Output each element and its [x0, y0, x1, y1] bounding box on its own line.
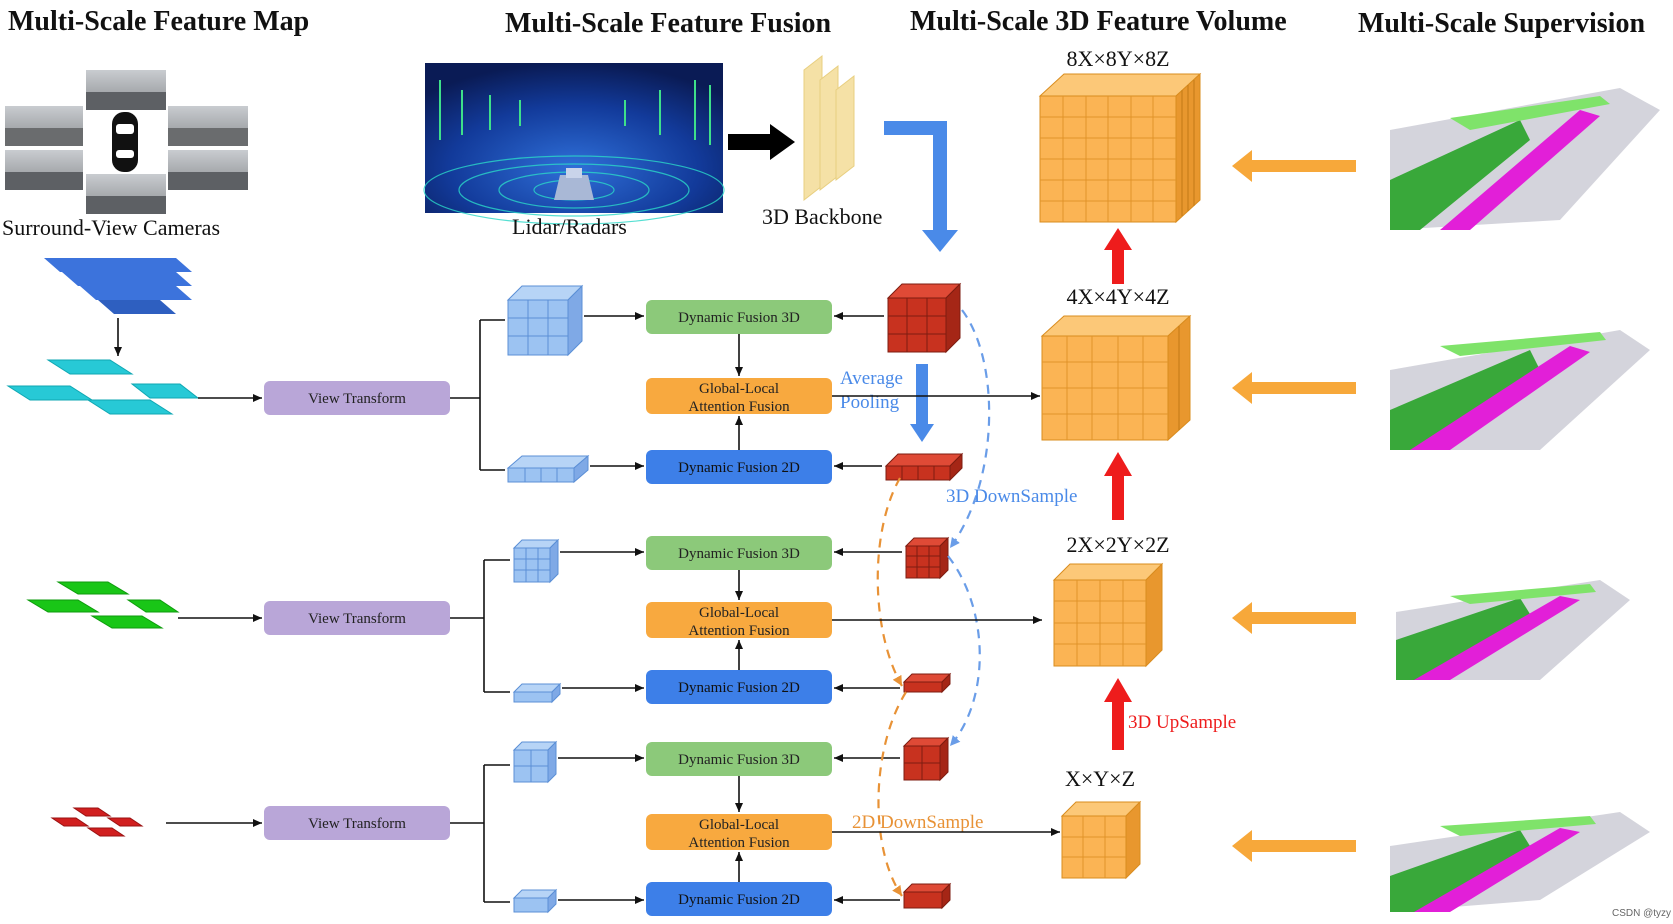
feature-plane-cyan	[6, 359, 200, 415]
lidar-to-backbone-arrow	[728, 124, 795, 160]
volume-8x	[1038, 72, 1202, 224]
volume-2x	[1052, 562, 1164, 668]
cameras-caption: Surround-View Cameras	[2, 215, 220, 240]
volume-1x-label: X×Y×Z	[1065, 766, 1135, 791]
backbone-down-arrow	[884, 121, 947, 232]
glf-3-line2: Attention Fusion	[688, 835, 790, 851]
lidar-caption: Lidar/Radars	[512, 214, 627, 239]
dynamic-fusion-2d-2: Dynamic Fusion 2D	[646, 670, 832, 704]
heading-supervision: Multi-Scale Supervision	[1358, 8, 1645, 39]
red-voxel-plate-2	[902, 672, 952, 694]
surround-view-cameras	[5, 70, 248, 214]
heading-feature-volume: Multi-Scale 3D Feature Volume	[910, 6, 1287, 37]
feature-plane-red	[50, 807, 144, 837]
avg-pool-label-1: Average	[840, 368, 903, 389]
volume-4x	[1040, 314, 1192, 442]
glf-1-line1: Global-Local	[699, 381, 779, 397]
backbone-layers-icon	[803, 54, 855, 202]
dynamic-fusion-3d-2: Dynamic Fusion 3D	[646, 536, 832, 570]
dynamic-fusion-3d-2-label: Dynamic Fusion 3D	[678, 546, 800, 562]
view-transform-2: View Transform	[264, 601, 450, 635]
glf-1-line2: Attention Fusion	[688, 399, 790, 415]
global-local-fusion-2: Global-Local Attention Fusion	[646, 602, 832, 639]
glf-2-line2: Attention Fusion	[688, 623, 790, 639]
blue-voxel-cube-3	[512, 740, 558, 784]
backbone-caption: 3D Backbone	[762, 204, 882, 229]
downsample-2d-label: 2D DownSample	[852, 812, 983, 833]
dynamic-fusion-3d-1: Dynamic Fusion 3D	[646, 300, 832, 334]
downsample-2d-curve-1	[876, 477, 903, 687]
red-voxel-cube-2	[904, 536, 950, 580]
volume-1x	[1060, 800, 1142, 880]
volume-4x-label: 4X×4Y×4Z	[1066, 284, 1169, 309]
view-transform-2-label: View Transform	[308, 611, 406, 627]
view-transform-3-label: View Transform	[308, 816, 406, 832]
supervision-scene-4	[1390, 812, 1650, 912]
supervision-scene-2	[1390, 330, 1650, 450]
downsample-3d-curve-2	[947, 555, 981, 747]
dynamic-fusion-3d-3: Dynamic Fusion 3D	[646, 742, 832, 776]
upsample-arrows	[1104, 228, 1132, 750]
global-local-fusion-3: Global-Local Attention Fusion	[646, 814, 832, 851]
dynamic-fusion-3d-1-label: Dynamic Fusion 3D	[678, 310, 800, 326]
dynamic-fusion-2d-2-label: Dynamic Fusion 2D	[678, 680, 800, 696]
avg-pool-label-2: Pooling	[840, 392, 900, 413]
view-transform-1: View Transform	[264, 381, 450, 415]
red-voxel-cube-1	[886, 282, 962, 354]
dynamic-fusion-2d-1: Dynamic Fusion 2D	[646, 450, 832, 484]
watermark: CSDN @tyzy	[1612, 908, 1671, 919]
red-voxel-plate-1	[884, 452, 964, 482]
feature-plane-green	[26, 581, 180, 629]
dynamic-fusion-3d-3-label: Dynamic Fusion 3D	[678, 752, 800, 768]
feature-pyramid-blue	[44, 258, 192, 314]
volume-2x-label: 2X×2Y×2Z	[1066, 532, 1169, 557]
blue-voxel-cube-1	[506, 284, 584, 357]
glf-2-line1: Global-Local	[699, 605, 779, 621]
dynamic-fusion-2d-1-label: Dynamic Fusion 2D	[678, 460, 800, 476]
red-voxel-cube-3	[902, 736, 950, 782]
red-voxel-plate-3	[902, 882, 952, 910]
supervision-scene-3	[1396, 580, 1630, 680]
downsample-3d-curve-1	[949, 309, 991, 549]
car-icon	[112, 112, 138, 172]
global-local-fusion-1: Global-Local Attention Fusion	[646, 378, 832, 415]
lidar-point-cloud	[423, 63, 725, 225]
blue-voxel-plate-3	[512, 888, 558, 914]
view-transform-3: View Transform	[264, 806, 450, 840]
blue-voxel-cube-2	[512, 538, 560, 584]
view-transform-1-label: View Transform	[308, 391, 406, 407]
heading-feature-map: Multi-Scale Feature Map	[8, 6, 309, 37]
glf-3-line1: Global-Local	[699, 817, 779, 833]
average-pooling-arrow	[910, 424, 934, 442]
supervision-arrows	[1232, 150, 1356, 862]
dynamic-fusion-2d-3: Dynamic Fusion 2D	[646, 882, 832, 916]
heading-feature-fusion: Multi-Scale Feature Fusion	[505, 8, 832, 39]
dynamic-fusion-2d-3-label: Dynamic Fusion 2D	[678, 892, 800, 908]
downsample-2d-curve-2	[877, 691, 907, 897]
blue-voxel-plate-1	[506, 454, 590, 484]
downsample-3d-label: 3D DownSample	[946, 486, 1077, 507]
supervision-scene-1	[1390, 88, 1660, 230]
blue-voxel-plate-2	[512, 682, 562, 704]
volume-8x-label: 8X×8Y×8Z	[1066, 46, 1169, 71]
upsample-3d-label: 3D UpSample	[1128, 712, 1236, 733]
